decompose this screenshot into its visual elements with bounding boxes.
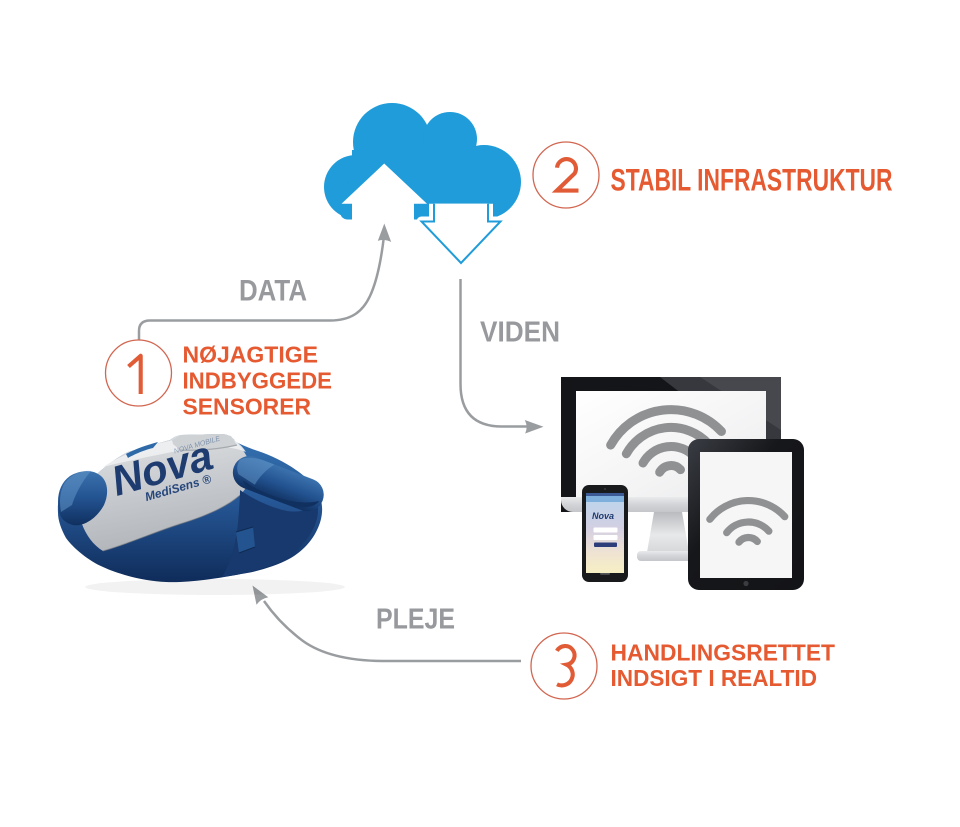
svg-text:STABIL INFRASTRUKTUR: STABIL INFRASTRUKTUR (611, 161, 893, 197)
svg-text:DATA: DATA (239, 275, 307, 308)
svg-text:INDSIGT I REALTID: INDSIGT I REALTID (611, 665, 818, 691)
svg-text:PLEJE: PLEJE (376, 604, 455, 636)
svg-text:VIDEN: VIDEN (480, 316, 560, 348)
svg-text:INDBYGGEDE: INDBYGGEDE (183, 367, 333, 393)
svg-text:SENSORER: SENSORER (183, 393, 312, 419)
svg-text:NØJAGTIGE: NØJAGTIGE (183, 341, 319, 367)
svg-text:HANDLINGSRETTET: HANDLINGSRETTET (611, 639, 836, 665)
svg-text:Nova: Nova (592, 511, 614, 521)
